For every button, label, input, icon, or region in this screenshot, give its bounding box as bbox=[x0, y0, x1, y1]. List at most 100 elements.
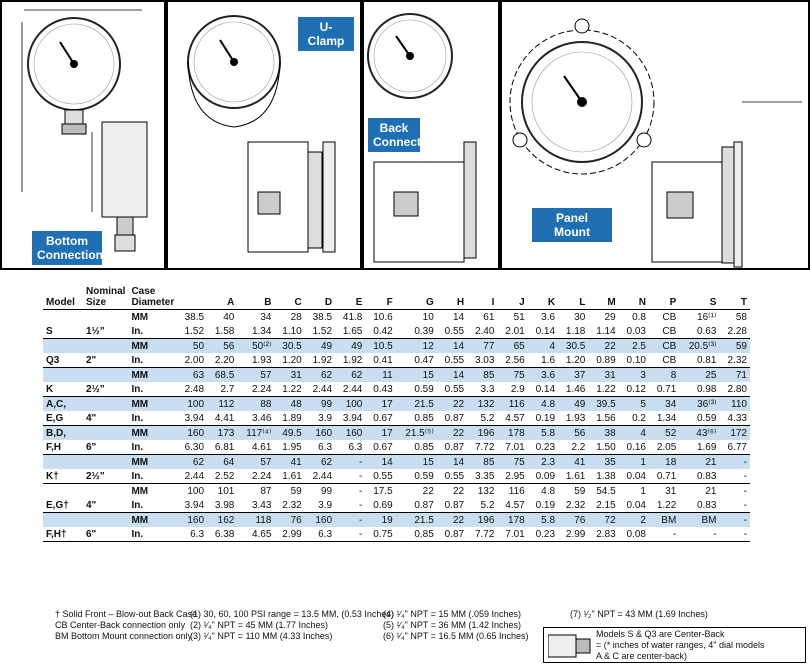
value-cell: 21.5⁽⁵⁾ bbox=[395, 425, 437, 440]
u-clamp-drawing bbox=[187, 15, 336, 253]
value-cell: 1.95 bbox=[282, 441, 302, 453]
value-cell: 7.01 bbox=[505, 441, 525, 453]
value-cell: 1.61 bbox=[565, 470, 586, 482]
size-cell: 2½" bbox=[86, 383, 105, 395]
value-cell: 178 bbox=[497, 425, 528, 440]
value-cell: 54.5 bbox=[588, 483, 619, 498]
note-line: (2) ¹⁄₄" NPT = 45 MM (1.77 Inches) bbox=[190, 620, 328, 630]
value-cell: 57 bbox=[237, 454, 275, 469]
value-cell: 62 bbox=[304, 367, 336, 382]
unit-cell: MM bbox=[128, 483, 166, 498]
value-cell: 2.7 bbox=[220, 383, 235, 395]
value-cell: 2.01 bbox=[505, 325, 525, 337]
legend-line: A & C are center-back) bbox=[596, 651, 688, 661]
size-cell: 6" bbox=[83, 527, 129, 542]
value-cell: 34 bbox=[648, 396, 680, 411]
value-cell: 18 bbox=[648, 454, 680, 469]
value-cell: 4.61 bbox=[251, 441, 272, 453]
value-cell: 2.28 bbox=[727, 325, 747, 337]
value-cell: 2.32 bbox=[727, 354, 747, 366]
value-cell: 6.38 bbox=[207, 527, 238, 542]
note-line: BM Bottom Mount connection only bbox=[55, 631, 193, 641]
note-line: (6) ¹⁄₄" NPT = 16.5 MM (0.65 Inches) bbox=[383, 631, 529, 641]
size-cell bbox=[83, 338, 129, 353]
value-cell: 22 bbox=[395, 483, 437, 498]
unit-cell: MM bbox=[128, 396, 166, 411]
table-header-row: Model Nominal Size Case Diameter A B C D… bbox=[43, 279, 750, 310]
value-cell: - bbox=[359, 470, 363, 482]
value-cell: 14 bbox=[365, 454, 396, 469]
value-cell: - bbox=[648, 527, 680, 542]
value-cell: 31 bbox=[274, 367, 305, 382]
model-cell bbox=[43, 367, 83, 382]
value-cell: 0.59 bbox=[414, 470, 434, 482]
value-cell: 62 bbox=[304, 454, 336, 469]
value-cell: 39.5 bbox=[588, 396, 619, 411]
value-cell: 22 bbox=[436, 483, 468, 498]
value-cell: 2.5 bbox=[618, 338, 649, 353]
value-cell: 2.95 bbox=[505, 470, 525, 482]
value-cell: 7.01 bbox=[497, 527, 528, 542]
model-cell bbox=[43, 483, 83, 498]
value-cell: 10 bbox=[395, 309, 437, 324]
value-cell: - bbox=[359, 499, 363, 511]
value-cell: 4.8 bbox=[527, 396, 559, 411]
panel-mount-label: Panel Mount bbox=[532, 208, 612, 242]
value-cell: 11 bbox=[365, 367, 396, 382]
value-cell: 3.6 bbox=[527, 367, 559, 382]
value-cell: 1.69 bbox=[696, 441, 717, 453]
value-cell: 22 bbox=[436, 512, 468, 527]
value-cell: 76 bbox=[274, 512, 305, 527]
header-col-m: M bbox=[607, 297, 616, 308]
value-cell: 0.10 bbox=[626, 354, 646, 366]
value-cell: 0.12 bbox=[626, 383, 646, 395]
value-cell: 1.38 bbox=[596, 470, 616, 482]
unit-cell: In. bbox=[131, 470, 144, 482]
value-cell: 0.04 bbox=[626, 499, 646, 511]
value-cell: 0.71 bbox=[656, 470, 677, 482]
value-cell: 0.75 bbox=[365, 527, 396, 542]
value-cell: 1.61 bbox=[282, 470, 302, 482]
unit-cell: In. bbox=[131, 325, 144, 337]
value-cell: 2.2 bbox=[571, 441, 586, 453]
value-cell: 0.83 bbox=[696, 470, 717, 482]
value-cell: 2.24 bbox=[251, 383, 272, 395]
model-cell bbox=[43, 454, 83, 469]
value-cell: 37 bbox=[558, 367, 589, 382]
value-cell: 21 bbox=[679, 454, 720, 469]
value-cell: 75 bbox=[497, 454, 528, 469]
value-cell: 1.65 bbox=[342, 325, 363, 337]
model-cell bbox=[43, 338, 83, 353]
value-cell: 29 bbox=[588, 309, 619, 324]
value-cell: 2.44 bbox=[184, 470, 205, 482]
value-cell: 3.9 bbox=[318, 412, 333, 424]
value-cell: 2.56 bbox=[505, 354, 525, 366]
value-cell: 2.32 bbox=[565, 499, 586, 511]
value-cell: 1.46 bbox=[565, 383, 586, 395]
value-cell: 21.5 bbox=[395, 396, 437, 411]
value-cell: 1.20 bbox=[565, 354, 586, 366]
header-col-f: F bbox=[386, 297, 393, 308]
value-cell: 15 bbox=[395, 454, 437, 469]
value-cell: 50 bbox=[165, 338, 208, 353]
value-cell: 3.94 bbox=[342, 412, 363, 424]
value-cell: - bbox=[335, 512, 366, 527]
value-cell: - bbox=[335, 527, 366, 542]
value-cell: 0.41 bbox=[373, 354, 393, 366]
value-cell: 59 bbox=[274, 483, 305, 498]
value-cell: 2.15 bbox=[596, 499, 616, 511]
header-model: Model bbox=[46, 297, 75, 308]
value-cell: - bbox=[719, 527, 750, 542]
value-cell: 38 bbox=[588, 425, 619, 440]
model-cell: K bbox=[46, 383, 54, 395]
value-cell: 2.44 bbox=[342, 383, 363, 395]
value-cell: 132 bbox=[467, 483, 498, 498]
value-cell: 100 bbox=[335, 396, 366, 411]
